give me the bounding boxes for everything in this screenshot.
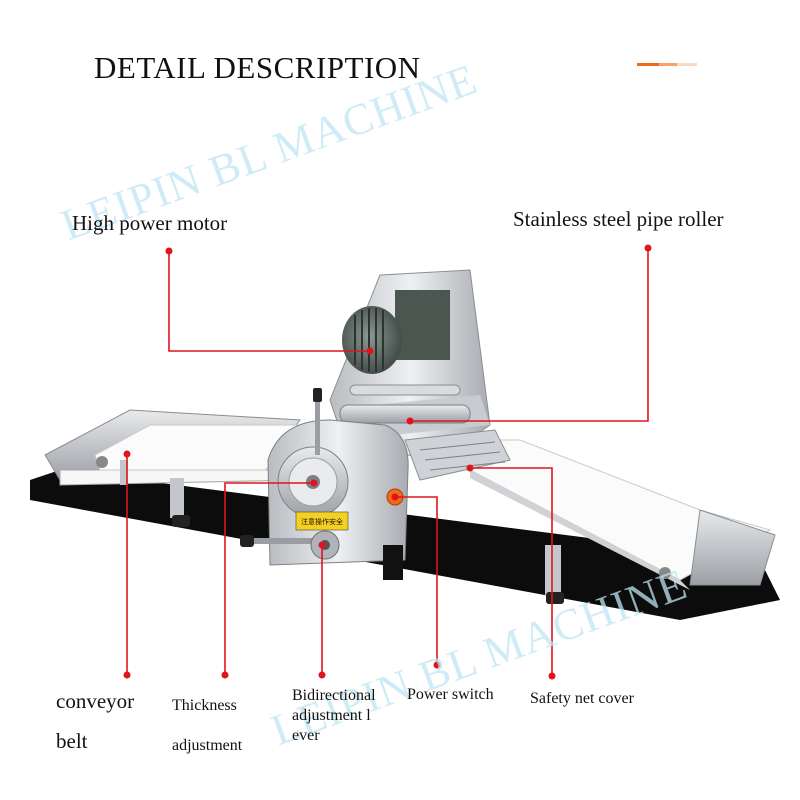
callout-line-roller xyxy=(410,248,649,422)
label-bidirectional-adjustment-lever: Bidirectional adjustment l ever xyxy=(292,687,376,744)
label-high-power-motor: High power motor xyxy=(72,211,228,235)
leg xyxy=(120,460,128,485)
leg xyxy=(170,478,184,518)
label-thickness-line1: Thickness xyxy=(172,697,237,714)
accent-bar-segment xyxy=(659,63,677,66)
page-title: DETAIL DESCRIPTION xyxy=(94,50,421,85)
callout-dots xyxy=(123,244,652,680)
motor xyxy=(342,306,402,374)
label-conveyor-belt-line1: conveyor xyxy=(56,689,135,713)
label-thickness-line2: adjustment xyxy=(172,737,243,754)
label-conveyor-belt: conveyor belt xyxy=(56,681,166,761)
callout-line-power xyxy=(395,496,438,665)
accent-bar-segment xyxy=(637,63,659,66)
label-conveyor-belt-line2: belt xyxy=(56,729,88,753)
accent-bar-segment xyxy=(677,63,697,66)
safety-net-cover xyxy=(404,429,511,481)
label-safety-net-cover: Safety net cover xyxy=(530,690,634,707)
callout-line-thickness xyxy=(224,482,314,675)
callout-lines xyxy=(126,248,649,676)
top-lever xyxy=(315,395,320,455)
warning-label xyxy=(295,511,349,531)
label-power-switch: Power switch xyxy=(407,686,494,703)
callout-line-safety xyxy=(470,467,553,676)
label-thickness-adjustment: Thickness adjustment xyxy=(172,686,272,766)
warning-label-text: 注意操作安全 xyxy=(301,517,343,526)
steel-pipe-roller xyxy=(339,404,471,424)
callout-line-motor xyxy=(168,251,370,352)
leg xyxy=(545,545,561,595)
bidirectional-lever xyxy=(245,538,330,544)
label-stainless-steel-pipe-roller: Stainless steel pipe roller xyxy=(513,207,724,231)
